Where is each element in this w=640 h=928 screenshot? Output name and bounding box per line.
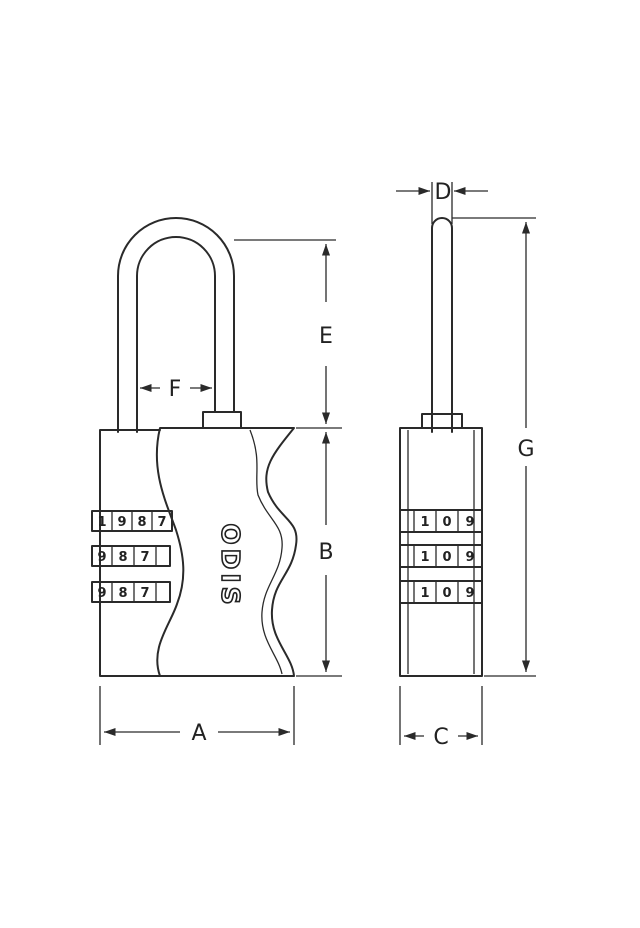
dial-digit: 9 <box>97 550 106 565</box>
dial-digit: 9 <box>465 586 474 601</box>
front-dimensions: E B F A <box>99 239 342 746</box>
side-dial-row-3: 1 0 9 <box>399 580 483 604</box>
dial-digit: 1 <box>420 550 429 565</box>
dimension-label-b: B <box>318 540 333 565</box>
front-shackle <box>117 217 235 433</box>
dial-digit: 0 <box>442 515 451 530</box>
dimension-b: B <box>318 432 334 672</box>
dimension-d: D <box>396 180 488 205</box>
front-dial-row-3: 9 8 7 <box>91 581 171 603</box>
dial-digit: 9 <box>465 550 474 565</box>
dimension-label-e: E <box>319 324 333 349</box>
side-dial-row-1: 1 0 9 <box>399 509 483 533</box>
side-dimensions: D G C <box>396 180 536 750</box>
dial-digit: 7 <box>157 515 166 530</box>
dimension-e: E <box>319 244 333 424</box>
dimension-c: C <box>404 725 478 750</box>
side-shackle <box>431 217 453 433</box>
dial-digit: 7 <box>140 550 149 565</box>
dimension-g: G <box>517 222 535 672</box>
dimension-label-a: A <box>191 721 206 746</box>
dimension-label-d: D <box>435 180 452 205</box>
dimension-label-f: F <box>169 377 182 402</box>
dimension-a: A <box>104 721 290 746</box>
front-dial-row-1: 1 9 8 7 <box>91 510 173 532</box>
side-view: 1 0 9 1 0 9 1 0 9 <box>399 217 483 677</box>
dial-digit: 0 <box>442 550 451 565</box>
side-collar <box>421 413 463 429</box>
dimension-label-c: C <box>433 725 448 750</box>
dial-digit: 8 <box>118 586 127 601</box>
lock-body-front <box>155 427 298 677</box>
dial-digit: 7 <box>140 586 149 601</box>
dial-digit: 1 <box>97 515 106 530</box>
dial-digit: 1 <box>420 515 429 530</box>
dial-digit: 1 <box>420 586 429 601</box>
front-dial-row-2: 9 8 7 <box>91 545 171 567</box>
front-view: ODIS 1 9 8 7 9 8 7 9 8 7 <box>91 217 298 677</box>
shackle-collar <box>202 411 242 429</box>
dial-digit: 9 <box>97 586 106 601</box>
dial-digit: 8 <box>118 550 127 565</box>
dimension-label-g: G <box>517 437 534 462</box>
dimension-f: F <box>140 377 212 402</box>
brand-logo: ODIS <box>216 523 245 608</box>
dial-digit: 9 <box>465 515 474 530</box>
dial-digit: 8 <box>137 515 146 530</box>
front-shackle-inner <box>136 236 216 433</box>
lock-body-back <box>99 429 161 677</box>
lock-body-contour <box>249 429 283 675</box>
dial-digit: 9 <box>117 515 126 530</box>
dial-digit: 0 <box>442 586 451 601</box>
side-dial-row-2: 1 0 9 <box>399 544 483 568</box>
